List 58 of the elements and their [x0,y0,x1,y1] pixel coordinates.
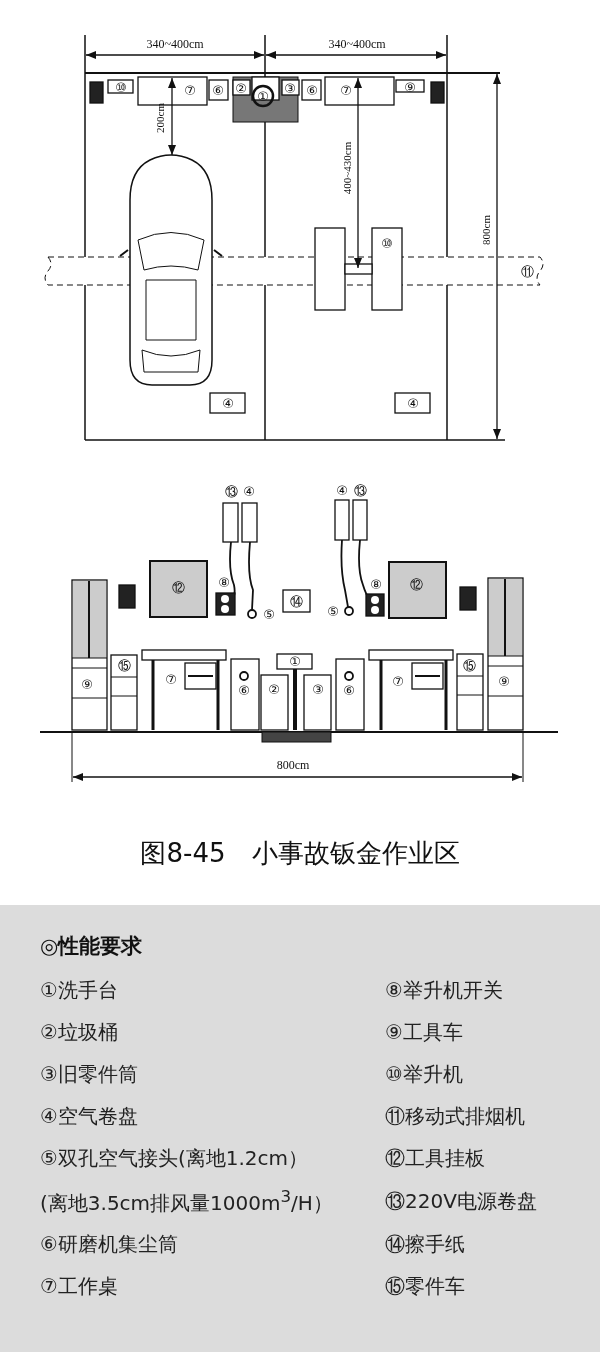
dimension-label: 340~400cm [146,38,204,50]
callout-number: ④ [407,396,419,410]
callout-number: ⑨ [404,80,416,94]
callout-number: ⑬ [353,483,367,497]
callout-number: ⑭ [289,594,303,608]
legend-item: ①洗手台 [40,980,118,1000]
callout-number: ⑤ [263,607,275,621]
callout-number: ⑫ [409,577,423,591]
legend-item: ⑧举升机开关 [385,980,503,1000]
legend-item: ⑤双孔空气接头(离地1.2cm） [40,1148,309,1168]
callout-number: ⑥ [306,83,318,97]
callout-number: ④ [222,396,234,410]
legend-item: ④空气卷盘 [40,1106,138,1126]
dimension-label: 400~430cm [341,141,353,195]
legend-item: ⑫工具挂板 [385,1148,485,1168]
legend-item: (离地3.5cm排风量1000m$^{3}$/H） [40,1189,333,1213]
legend-item: ⑦工作桌 [40,1276,118,1296]
callout-number: ⑨ [81,677,93,691]
legend-item: ⑥研磨机集尘筒 [40,1234,178,1254]
callout-number: ⑪ [520,264,534,278]
legend-item: ⑪移动式排烟机 [385,1106,525,1126]
callout-number: ② [268,682,280,696]
dimension-label: 200cm [154,103,166,133]
callout-number: ⑮ [462,658,476,672]
callout-number: ⑫ [171,580,185,594]
callout-number: ⑮ [117,658,131,672]
callout-number: ⑥ [212,83,224,97]
callout-number: ⑨ [498,674,510,688]
dimension-label: 340~400cm [328,38,386,50]
callout-number: ⑬ [224,484,238,498]
callout-number: ② [235,81,247,95]
callout-number: ⑥ [343,683,355,697]
legend-item: ⑨工具车 [385,1022,463,1042]
callout-number: ⑩ [115,80,127,94]
figure-caption: 图8-45 小事故钣金作业区 [140,840,460,866]
callout-number: ⑧ [370,577,382,591]
legend-item: ⑭擦手纸 [385,1234,465,1254]
callout-number: ① [289,654,301,668]
dimension-label: 800cm [480,215,492,245]
callout-number: ⑦ [392,674,404,688]
callout-number: ⑦ [340,83,352,97]
callout-number: ⑥ [238,683,250,697]
section-heading: ◎性能要求 [40,935,143,957]
legend-item: ⑩举升机 [385,1064,463,1084]
legend-item: ⑬220V电源卷盘 [385,1191,537,1211]
callout-number: ⑦ [165,672,177,686]
callout-number: ④ [243,484,255,498]
callout-number: ⑩ [381,236,393,250]
callout-number: ③ [284,81,296,95]
legend-item: ②垃圾桶 [40,1022,118,1042]
callout-number: ⑦ [184,83,196,97]
callout-number: ④ [336,483,348,497]
callout-number: ③ [312,682,324,696]
callout-number: ⑧ [218,575,230,589]
legend-item: ⑮零件车 [385,1276,465,1296]
dimension-label: 800cm [276,759,310,771]
legend-item: ③旧零件筒 [40,1064,138,1084]
callout-number: ⑤ [327,604,339,618]
